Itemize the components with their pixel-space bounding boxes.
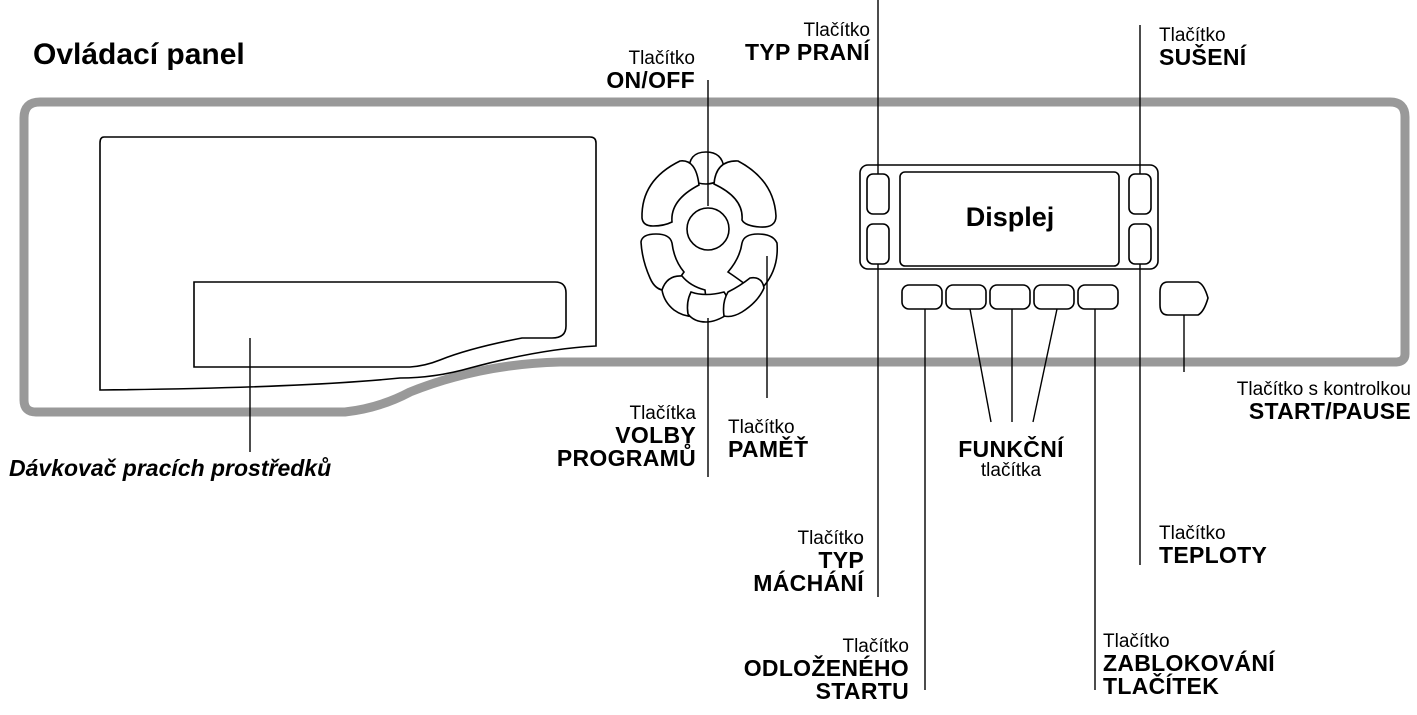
label-volby-programu-line1: VOLBY bbox=[615, 422, 696, 448]
label-zablokovani-tlacitek-line2: TLAČÍTEK bbox=[1103, 673, 1220, 699]
label-teploty: Tlačítko TEPLOTY bbox=[1159, 524, 1267, 567]
zablokovani-button bbox=[1077, 284, 1119, 310]
display-label: Displej bbox=[965, 202, 1055, 232]
display-screen bbox=[899, 171, 1120, 267]
label-typ-prani-name: TYP PRANÍ bbox=[745, 39, 870, 65]
leader-funkcni-3 bbox=[1032, 308, 1058, 423]
program-selector-dial bbox=[640, 151, 779, 323]
panel-outline bbox=[19, 97, 1410, 417]
label-pamet: Tlačítko PAMĚŤ bbox=[728, 418, 808, 461]
detergent-drawer-handle bbox=[193, 281, 567, 368]
label-pamet-prefix: Tlačítko bbox=[728, 417, 795, 438]
program-segment-top-right bbox=[713, 160, 777, 228]
label-suseni: Tlačítko SUŠENÍ bbox=[1159, 26, 1246, 69]
label-funkcni-suffix: tlačítka bbox=[980, 460, 1042, 481]
program-segment-bottom bbox=[686, 291, 730, 323]
label-on-off-name: ON/OFF bbox=[606, 67, 695, 93]
label-start-pause: Tlačítko s kontrolkou START/PAUSE bbox=[1237, 380, 1411, 423]
detergent-drawer-outline bbox=[99, 136, 597, 391]
label-teploty-prefix: Tlačítko bbox=[1159, 523, 1226, 544]
label-odlozeneho-startu-prefix: Tlačítko bbox=[842, 636, 909, 657]
label-zablokovani-tlacitek: Tlačítko ZABLOKOVÁNÍ TLAČÍTEK bbox=[1103, 632, 1275, 698]
label-pamet-name: PAMĚŤ bbox=[728, 436, 809, 462]
label-odlozeneho-startu-line2: STARTU bbox=[815, 678, 909, 704]
label-teploty-name: TEPLOTY bbox=[1159, 542, 1268, 568]
label-typ-machani-prefix: Tlačítko bbox=[797, 528, 864, 549]
teploty-button bbox=[1128, 223, 1152, 265]
label-typ-machani-line1: TYP bbox=[818, 547, 864, 573]
label-suseni-prefix: Tlačítko bbox=[1159, 25, 1226, 46]
display-housing bbox=[859, 164, 1159, 270]
page-title: Ovládací panel bbox=[33, 38, 245, 71]
label-on-off: Tlačítko ON/OFF bbox=[606, 49, 695, 92]
label-funkcni: FUNKČNÍ tlačítka bbox=[936, 438, 1086, 481]
leader-funkcni-1 bbox=[969, 308, 992, 423]
label-zablokovani-tlacitek-line1: ZABLOKOVÁNÍ bbox=[1103, 650, 1275, 676]
label-typ-prani: Tlačítko TYP PRANÍ bbox=[745, 21, 870, 64]
program-segment-bottom-right bbox=[722, 276, 765, 318]
suseni-button bbox=[1128, 173, 1152, 215]
start-pause-button bbox=[1159, 281, 1209, 316]
on-off-button bbox=[686, 207, 730, 251]
function-button-3 bbox=[1033, 284, 1075, 310]
leader-lines bbox=[249, 0, 1185, 690]
typ-prani-button bbox=[866, 173, 890, 215]
program-segment-top-left bbox=[641, 160, 700, 227]
label-volby-programu-prefix: Tlačítka bbox=[629, 403, 696, 424]
label-suseni-name: SUŠENÍ bbox=[1159, 44, 1247, 70]
function-button-1 bbox=[945, 284, 987, 310]
label-volby-programu-line2: PROGRAMŮ bbox=[556, 445, 696, 471]
label-funkcni-name: FUNKČNÍ bbox=[958, 436, 1064, 462]
label-typ-machani: Tlačítko TYP MÁCHÁNÍ bbox=[753, 529, 864, 595]
program-segment-left bbox=[640, 233, 685, 292]
label-typ-prani-prefix: Tlačítko bbox=[803, 20, 870, 41]
label-start-pause-name: START/PAUSE bbox=[1248, 398, 1411, 424]
label-odlozeneho-startu-line1: ODLOŽENÉHO bbox=[743, 655, 909, 681]
label-davkovac: Dávkovač pracích prostředků bbox=[9, 455, 332, 481]
typ-machani-button bbox=[866, 223, 890, 265]
label-odlozeneho-startu: Tlačítko ODLOŽENÉHO STARTU bbox=[744, 637, 909, 703]
odlozeny-start-button bbox=[901, 284, 943, 310]
label-typ-machani-line2: MÁCHÁNÍ bbox=[753, 570, 864, 596]
label-on-off-prefix: Tlačítko bbox=[628, 48, 695, 69]
label-zablokovani-tlacitek-prefix: Tlačítko bbox=[1103, 631, 1170, 652]
label-start-pause-prefix: Tlačítko s kontrolkou bbox=[1236, 379, 1411, 400]
function-button-2 bbox=[989, 284, 1031, 310]
label-volby-programu: Tlačítka VOLBY PROGRAMŮ bbox=[557, 404, 696, 470]
